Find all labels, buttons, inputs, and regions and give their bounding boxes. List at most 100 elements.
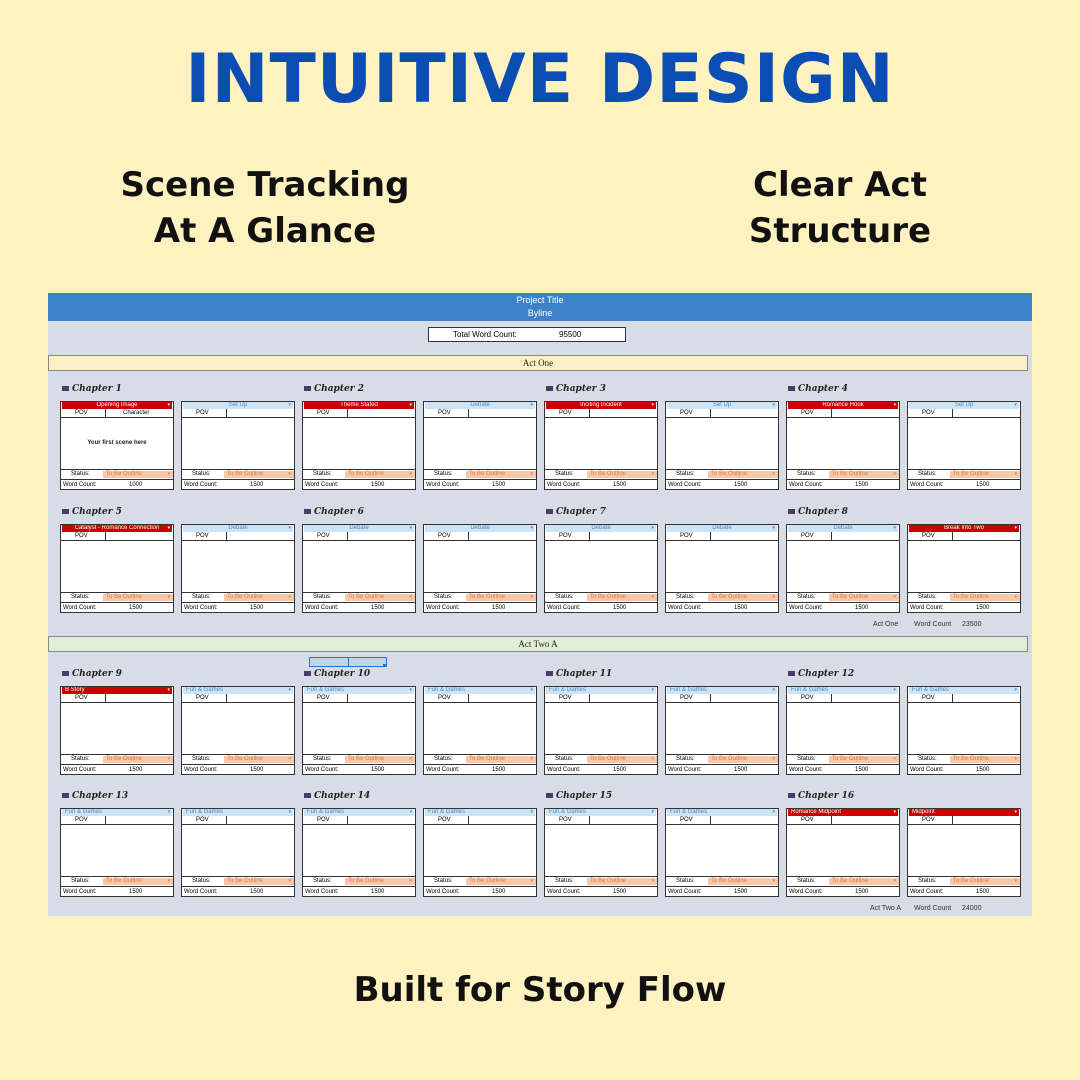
chapter-label[interactable]: Chapter 8: [788, 507, 848, 517]
word-count-value[interactable]: 1500: [492, 482, 506, 488]
dropdown-arrow-icon[interactable]: ▾: [167, 471, 170, 477]
status-dropdown[interactable]: To Be Outline▾: [103, 471, 173, 478]
scene-notes-cell[interactable]: [303, 825, 415, 876]
beat-dropdown[interactable]: Set Up▾: [667, 402, 777, 409]
beat-dropdown[interactable]: Debate▾: [667, 525, 777, 532]
status-dropdown[interactable]: To Be Outline▾: [708, 756, 778, 763]
beat-dropdown[interactable]: Debate▾: [546, 525, 656, 532]
chapter-label[interactable]: Chapter 11: [546, 669, 612, 679]
dropdown-arrow-icon[interactable]: ▾: [893, 594, 896, 600]
scene-notes-cell[interactable]: [666, 541, 778, 592]
status-dropdown[interactable]: To Be Outline▾: [345, 594, 415, 601]
dropdown-arrow-icon[interactable]: ▾: [409, 471, 412, 477]
status-dropdown[interactable]: To Be Outline▾: [587, 471, 657, 478]
dropdown-arrow-icon[interactable]: ▾: [1014, 878, 1017, 884]
selection-fill-handle[interactable]: [383, 664, 386, 667]
scene-notes-cell[interactable]: [182, 825, 294, 876]
word-count-value[interactable]: 1500: [250, 482, 264, 488]
scene-notes-cell[interactable]: [182, 418, 294, 469]
word-count-value[interactable]: 1500: [734, 767, 748, 773]
dropdown-arrow-icon[interactable]: ▾: [530, 594, 533, 600]
status-dropdown[interactable]: To Be Outline▾: [224, 756, 294, 763]
beat-dropdown[interactable]: B Story▾: [62, 687, 172, 694]
dropdown-arrow-icon[interactable]: ▾: [288, 594, 291, 600]
status-dropdown[interactable]: To Be Outline▾: [708, 594, 778, 601]
dropdown-arrow-icon[interactable]: ▾: [409, 756, 412, 762]
word-count-value[interactable]: 1500: [492, 767, 506, 773]
scene-notes-cell[interactable]: [787, 825, 899, 876]
status-dropdown[interactable]: To Be Outline▾: [829, 878, 899, 885]
dropdown-arrow-icon[interactable]: ▾: [288, 471, 291, 477]
chapter-label[interactable]: Chapter 16: [788, 791, 854, 801]
dropdown-arrow-icon[interactable]: ▾: [288, 687, 291, 693]
dropdown-arrow-icon[interactable]: ▾: [1014, 809, 1017, 815]
dropdown-arrow-icon[interactable]: ▾: [651, 809, 654, 815]
dropdown-arrow-icon[interactable]: ▾: [772, 809, 775, 815]
word-count-value[interactable]: 1500: [492, 605, 506, 611]
scene-notes-cell[interactable]: [424, 418, 536, 469]
status-dropdown[interactable]: To Be Outline▾: [950, 471, 1020, 478]
beat-dropdown[interactable]: Fun & Games▾: [304, 687, 414, 694]
dropdown-arrow-icon[interactable]: ▾: [1014, 525, 1017, 531]
chapter-label[interactable]: Chapter 1: [62, 384, 122, 394]
dropdown-arrow-icon[interactable]: ▾: [167, 809, 170, 815]
dropdown-arrow-icon[interactable]: ▾: [1014, 756, 1017, 762]
status-dropdown[interactable]: To Be Outline▾: [224, 594, 294, 601]
word-count-value[interactable]: 1500: [976, 605, 990, 611]
word-count-value[interactable]: 1500: [855, 482, 869, 488]
word-count-value[interactable]: 1500: [613, 605, 627, 611]
dropdown-arrow-icon[interactable]: ▾: [409, 525, 412, 531]
word-count-value[interactable]: 1500: [492, 889, 506, 895]
scene-notes-cell[interactable]: [61, 825, 173, 876]
word-count-value[interactable]: 1500: [976, 767, 990, 773]
dropdown-arrow-icon[interactable]: ▾: [893, 687, 896, 693]
dropdown-arrow-icon[interactable]: ▾: [893, 525, 896, 531]
dropdown-arrow-icon[interactable]: ▾: [167, 594, 170, 600]
dropdown-arrow-icon[interactable]: ▾: [1014, 402, 1017, 408]
chapter-label[interactable]: Chapter 3: [546, 384, 606, 394]
scene-notes-cell[interactable]: [61, 541, 173, 592]
status-dropdown[interactable]: To Be Outline▾: [466, 594, 536, 601]
beat-dropdown[interactable]: Romance Hook▾: [788, 402, 898, 409]
beat-dropdown[interactable]: Fun & Games▾: [788, 687, 898, 694]
scene-notes-cell[interactable]: [545, 541, 657, 592]
beat-dropdown[interactable]: Fun & Games▾: [425, 687, 535, 694]
beat-dropdown[interactable]: Romance Midpoint▾: [788, 809, 898, 816]
beat-dropdown[interactable]: Debate▾: [788, 525, 898, 532]
dropdown-arrow-icon[interactable]: ▾: [651, 756, 654, 762]
dropdown-arrow-icon[interactable]: ▾: [288, 878, 291, 884]
dropdown-arrow-icon[interactable]: ▾: [772, 471, 775, 477]
status-dropdown[interactable]: To Be Outline▾: [587, 756, 657, 763]
dropdown-arrow-icon[interactable]: ▾: [651, 471, 654, 477]
word-count-value[interactable]: 1500: [371, 767, 385, 773]
dropdown-arrow-icon[interactable]: ▾: [772, 525, 775, 531]
dropdown-arrow-icon[interactable]: ▾: [530, 756, 533, 762]
scene-notes-cell[interactable]: Your first scene here: [87, 440, 147, 446]
dropdown-arrow-icon[interactable]: ▾: [288, 756, 291, 762]
dropdown-arrow-icon[interactable]: ▾: [288, 402, 291, 408]
scene-notes-cell[interactable]: [545, 703, 657, 754]
status-dropdown[interactable]: To Be Outline▾: [466, 756, 536, 763]
status-dropdown[interactable]: To Be Outline▾: [466, 471, 536, 478]
dropdown-arrow-icon[interactable]: ▾: [772, 756, 775, 762]
beat-dropdown[interactable]: Catalyst - Romance Connection▾: [62, 525, 172, 532]
word-count-value[interactable]: 1500: [976, 482, 990, 488]
beat-dropdown[interactable]: Set Up▾: [183, 402, 293, 409]
status-dropdown[interactable]: To Be Outline▾: [466, 878, 536, 885]
word-count-value[interactable]: 1500: [129, 605, 143, 611]
word-count-value[interactable]: 1500: [250, 889, 264, 895]
scene-notes-cell[interactable]: [787, 703, 899, 754]
beat-dropdown[interactable]: Break Into Two▾: [909, 525, 1019, 532]
dropdown-arrow-icon[interactable]: ▾: [1014, 594, 1017, 600]
chapter-label[interactable]: Chapter 4: [788, 384, 848, 394]
word-count-value[interactable]: 1500: [129, 767, 143, 773]
dropdown-arrow-icon[interactable]: ▾: [167, 756, 170, 762]
dropdown-arrow-icon[interactable]: ▾: [651, 687, 654, 693]
dropdown-arrow-icon[interactable]: ▾: [893, 402, 896, 408]
status-dropdown[interactable]: To Be Outline▾: [708, 878, 778, 885]
chapter-label[interactable]: Chapter 5: [62, 507, 122, 517]
scene-notes-cell[interactable]: [908, 418, 1020, 469]
project-byline[interactable]: Byline: [527, 308, 553, 318]
beat-dropdown[interactable]: Fun & Games▾: [667, 809, 777, 816]
word-count-value[interactable]: 1500: [855, 889, 869, 895]
